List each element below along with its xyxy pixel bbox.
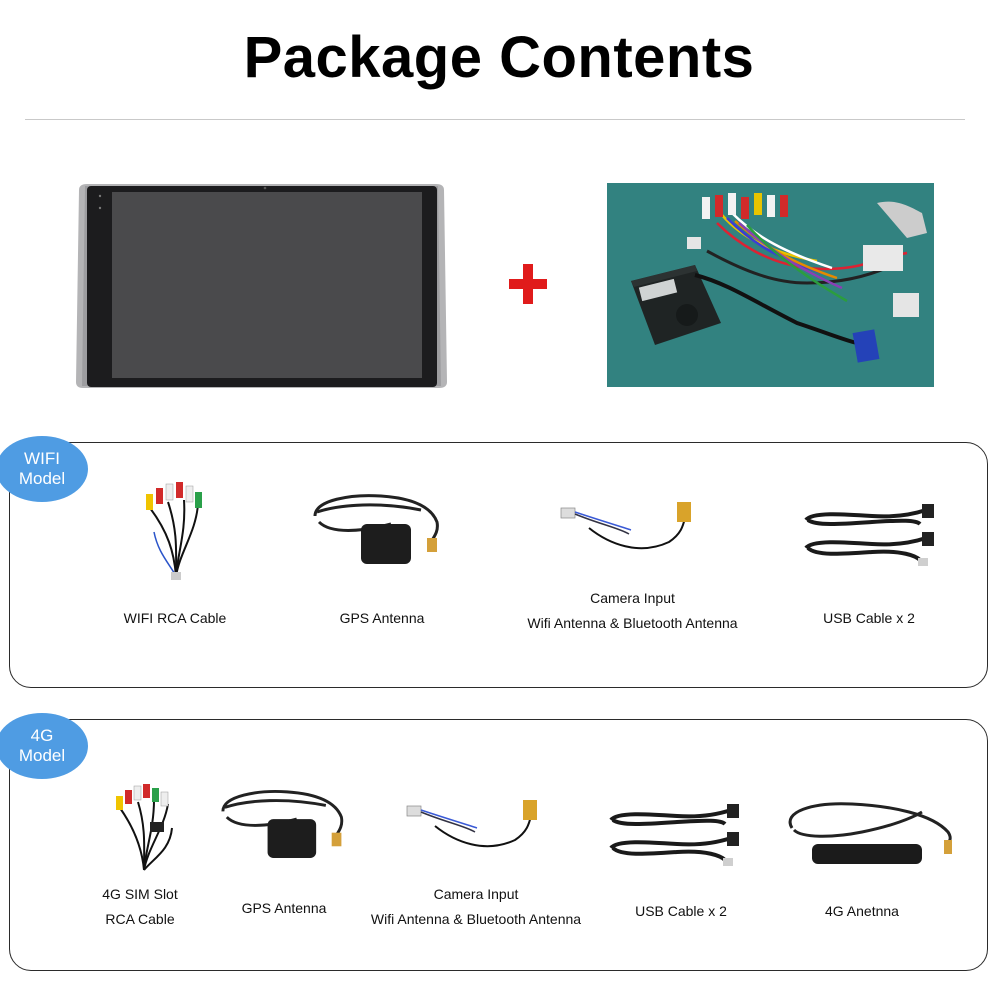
item-label: Camera Input Wifi Antenna & Bluetooth An… <box>505 586 760 636</box>
wifi-model-badge: WIFI Model <box>0 436 88 502</box>
gps-antenna-icon <box>313 494 439 564</box>
item-label: WIFI RCA Cable <box>110 606 240 631</box>
label-line: GPS Antenna <box>339 610 425 626</box>
label-line: Camera Input <box>590 590 675 606</box>
label-line: USB Cable x 2 <box>823 610 915 626</box>
4g-antenna-icon <box>788 802 952 864</box>
label-line: 4G Anetnna <box>825 903 899 919</box>
item-label: GPS Antenna <box>226 896 342 921</box>
item-label: Camera Input Wifi Antenna & Bluetooth An… <box>350 882 602 932</box>
title-divider <box>25 119 965 120</box>
wifi-model-panel <box>9 442 988 688</box>
item-label: USB Cable x 2 <box>622 899 740 924</box>
label-line: GPS Antenna <box>241 900 327 916</box>
usb-cable-icon <box>804 504 934 566</box>
badge-line: Model <box>18 746 66 765</box>
label-line: USB Cable x 2 <box>635 903 727 919</box>
label-line: WIFI RCA Cable <box>123 610 227 626</box>
badge-line: WIFI <box>24 449 60 468</box>
label-line: Wifi Antenna & Bluetooth Antenna <box>370 911 582 927</box>
camera-input-cable-icon <box>560 502 691 550</box>
plus-icon <box>509 264 547 304</box>
rca-cable-icon <box>146 482 202 580</box>
wiring-harness-image <box>607 183 934 387</box>
page-title: Package Contents <box>243 25 755 90</box>
badge-line: 4G <box>30 726 54 745</box>
head-unit-image <box>76 184 447 388</box>
badge-line: Model <box>18 469 66 488</box>
item-label: 4G SIM Slot RCA Cable <box>85 882 195 932</box>
label-line: 4G SIM Slot <box>102 886 178 902</box>
label-line: Camera Input <box>433 886 519 902</box>
camera-input-cable-icon <box>406 800 537 848</box>
4g-model-badge: 4G Model <box>0 713 88 779</box>
item-label: GPS Antenna <box>322 606 442 631</box>
usb-cable-icon <box>609 804 739 866</box>
gps-antenna-icon <box>221 790 344 858</box>
label-line: RCA Cable <box>105 911 175 927</box>
rca-cable-icon <box>116 784 173 871</box>
item-label: 4G Anetnna <box>812 899 912 924</box>
item-label: USB Cable x 2 <box>810 606 928 631</box>
label-line: Wifi Antenna & Bluetooth Antenna <box>527 615 738 631</box>
